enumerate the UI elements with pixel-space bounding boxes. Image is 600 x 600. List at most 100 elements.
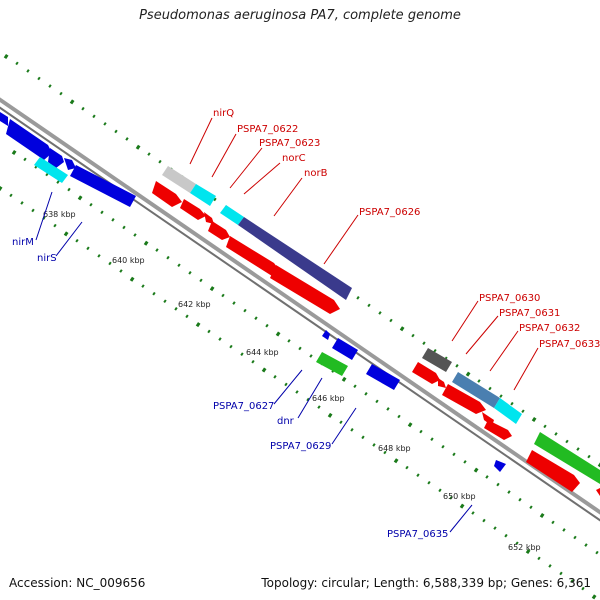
forward-gene-labels: nirQ PSPA7_0622 PSPA7_0623 norC norB PSP… [213, 108, 600, 350]
minor-tick [573, 535, 577, 540]
major-tick [3, 54, 9, 59]
minor-tick [265, 323, 269, 328]
minor-tick [122, 225, 126, 230]
minor-tick [482, 518, 486, 523]
gene-label[interactable]: PSPA7_0623 [259, 138, 320, 149]
gene-PSPA7_0630[interactable] [422, 348, 452, 372]
gene-arrow[interactable] [6, 119, 52, 160]
gene-PSPA7_0635[interactable] [494, 460, 506, 472]
gene-label[interactable]: PSPA7_0633 [539, 339, 600, 350]
kbp-tick-label: 650 kbp [443, 492, 476, 501]
gene-label[interactable]: PSPA7_0622 [237, 124, 298, 135]
gene-green[interactable] [534, 432, 600, 484]
kbp-tick-labels: 638 kbp 640 kbp 642 kbp 644 kbp 646 kbp … [43, 210, 541, 552]
gene-arrow-red[interactable] [526, 450, 580, 492]
minor-tick [295, 390, 299, 394]
gene-label[interactable]: PSPA7_0631 [499, 308, 560, 319]
gene-arrow-red[interactable] [204, 212, 214, 224]
minor-tick [452, 452, 456, 457]
major-tick [143, 240, 149, 246]
major-tick [393, 458, 399, 464]
gene-arrow-red[interactable] [208, 221, 230, 240]
major-tick [63, 231, 69, 237]
minor-tick [89, 202, 93, 207]
minor-tick [422, 341, 426, 345]
minor-tick [386, 407, 390, 411]
minor-tick [48, 84, 52, 88]
gene-arrow[interactable] [70, 165, 136, 207]
gene-arrow-red[interactable] [152, 181, 182, 207]
gene-norB[interactable] [238, 217, 352, 300]
gene-label[interactable]: PSPA7_0632 [519, 323, 580, 334]
minor-tick [163, 299, 167, 304]
map-title: Pseudomonas aeruginosa PA7, complete gen… [139, 8, 461, 23]
minor-tick [100, 210, 104, 215]
gene-arrow-red[interactable] [270, 265, 340, 314]
gene-green[interactable] [316, 352, 348, 376]
gene-PSPA7_0631[interactable] [452, 372, 500, 408]
gene-label[interactable]: nirS [37, 253, 57, 264]
major-tick [135, 144, 141, 150]
minor-tick [26, 69, 30, 73]
minor-tick [119, 269, 123, 273]
minor-tick [595, 550, 599, 555]
gene-PSPA7_0627[interactable] [322, 330, 330, 340]
gene-arrow[interactable] [64, 158, 76, 170]
minor-tick [177, 263, 181, 268]
minor-tick [504, 533, 508, 538]
minor-tick [562, 528, 566, 532]
gene-norC[interactable] [220, 205, 244, 225]
minor-tick [111, 218, 115, 222]
minor-tick [114, 129, 118, 134]
gene-dnr[interactable] [332, 338, 358, 360]
gene-label[interactable]: PSPA7_0626 [359, 207, 420, 218]
gene-label[interactable]: nirQ [213, 108, 234, 119]
gene-arrow-red[interactable] [412, 362, 440, 384]
gene-arrow-red[interactable] [596, 488, 600, 496]
gene-label[interactable]: PSPA7_0627 [213, 401, 274, 412]
minor-tick [570, 579, 574, 583]
major-tick [275, 331, 281, 337]
minor-tick [185, 314, 189, 319]
gene-PSPA7_0622[interactable] [190, 184, 216, 206]
minor-tick [587, 454, 591, 459]
gene-label[interactable]: norB [304, 168, 328, 179]
gene-label[interactable]: PSPA7_0630 [479, 293, 540, 304]
kbp-tick-label: 638 kbp [43, 210, 76, 219]
major-tick [539, 513, 545, 518]
label-leaders [35, 117, 539, 533]
minor-tick [141, 284, 145, 288]
gene-PSPA7_0632[interactable] [494, 398, 522, 424]
major-tick [327, 412, 333, 418]
minor-tick [493, 526, 497, 530]
gene-nirQ[interactable] [162, 166, 196, 193]
gene-arrow-red[interactable] [484, 420, 512, 440]
gene-label[interactable]: norC [282, 153, 306, 164]
gene-label[interactable]: PSPA7_0635 [387, 529, 448, 540]
minor-tick [554, 432, 558, 436]
major-tick [77, 195, 83, 201]
minor-tick [199, 278, 203, 283]
gene-PSPA7_0629[interactable] [366, 364, 400, 390]
minor-tick [284, 382, 288, 387]
gene-label[interactable]: dnr [277, 416, 295, 427]
gene-block-right [412, 348, 600, 496]
gene-arrow-red[interactable] [180, 199, 206, 220]
gene-arrow[interactable] [0, 112, 8, 126]
gene-nirS-block[interactable] [34, 157, 68, 183]
major-tick [399, 326, 405, 332]
minor-tick [375, 399, 379, 404]
gene-arrow-red[interactable] [226, 236, 280, 276]
major-tick [195, 322, 201, 328]
gene-block-top-left [0, 112, 136, 207]
major-tick [459, 503, 465, 509]
minor-tick [97, 254, 101, 258]
kbp-tick-label: 648 kbp [378, 444, 411, 453]
gene-arrow[interactable] [48, 148, 64, 168]
gene-arrow-red[interactable] [442, 384, 486, 414]
gene-label[interactable]: nirM [12, 237, 34, 248]
gene-arrow-red[interactable] [438, 378, 446, 388]
backbone-line-2 [0, 106, 600, 522]
gene-label[interactable]: PSPA7_0629 [270, 441, 331, 452]
topology-summary: Topology: circular; Length: 6,588,339 bp… [261, 576, 591, 590]
